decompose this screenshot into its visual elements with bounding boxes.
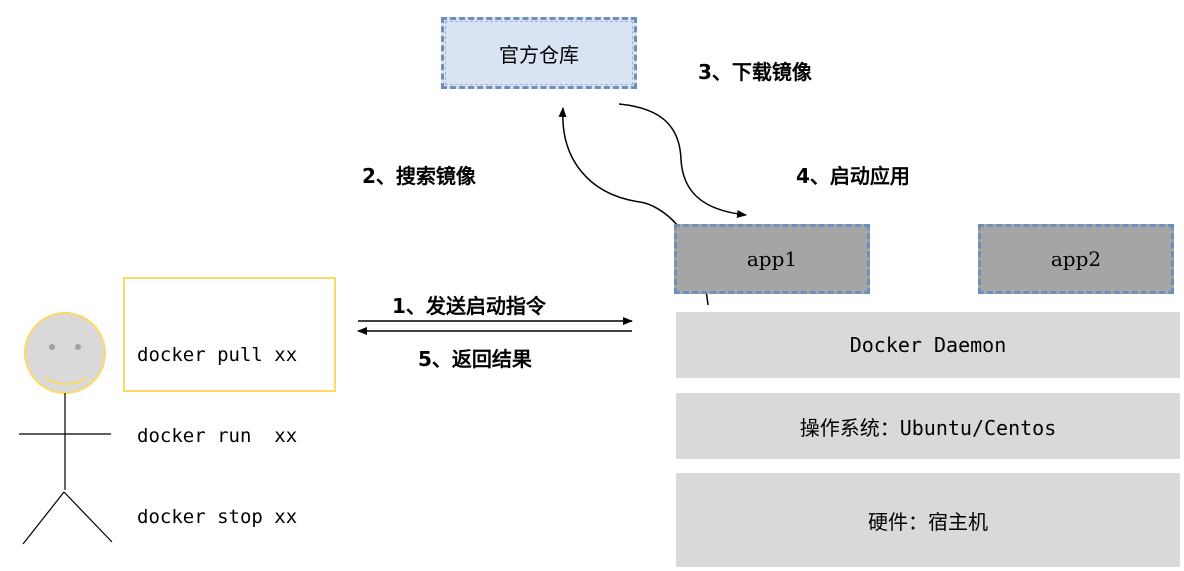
step-5-label: 5、返回结果 <box>418 347 532 371</box>
user-leg-left <box>22 491 65 545</box>
user-eye-left <box>49 344 55 350</box>
command-line: docker run xx <box>137 425 298 447</box>
app2-container: app2 <box>978 224 1174 294</box>
hardware-label: 硬件：宿主机 <box>868 509 988 534</box>
user-smile <box>44 377 88 385</box>
step-2-label: 2、搜索镜像 <box>362 164 476 188</box>
command-line: docker pull xx <box>137 344 298 366</box>
user-eye-right <box>75 344 81 350</box>
command-line: docker stop xx <box>137 506 298 528</box>
os-layer: 操作系统：Ubuntu/Centos <box>676 393 1180 459</box>
official-registry-box: 官方仓库 <box>441 17 637 89</box>
download-image-arrow <box>618 103 747 219</box>
official-registry-label: 官方仓库 <box>499 42 579 67</box>
step-1-label: 1、发送启动指令 <box>392 294 546 318</box>
app1-label: app1 <box>746 247 798 271</box>
user-head <box>24 312 106 394</box>
os-label: 操作系统：Ubuntu/Centos <box>799 415 1057 440</box>
hardware-layer: 硬件：宿主机 <box>676 473 1180 567</box>
docker-daemon-layer: Docker Daemon <box>676 312 1180 378</box>
app2-label: app2 <box>1050 247 1102 271</box>
step-4-label: 4、启动应用 <box>796 164 910 188</box>
user-actor <box>19 312 113 545</box>
docker-commands-box: docker pull xx docker run xx docker stop… <box>123 277 336 528</box>
app1-container: app1 <box>674 224 870 294</box>
user-leg-right <box>63 491 113 543</box>
step-3-label: 3、下载镜像 <box>698 60 812 84</box>
docker-daemon-label: Docker Daemon <box>849 333 1007 357</box>
